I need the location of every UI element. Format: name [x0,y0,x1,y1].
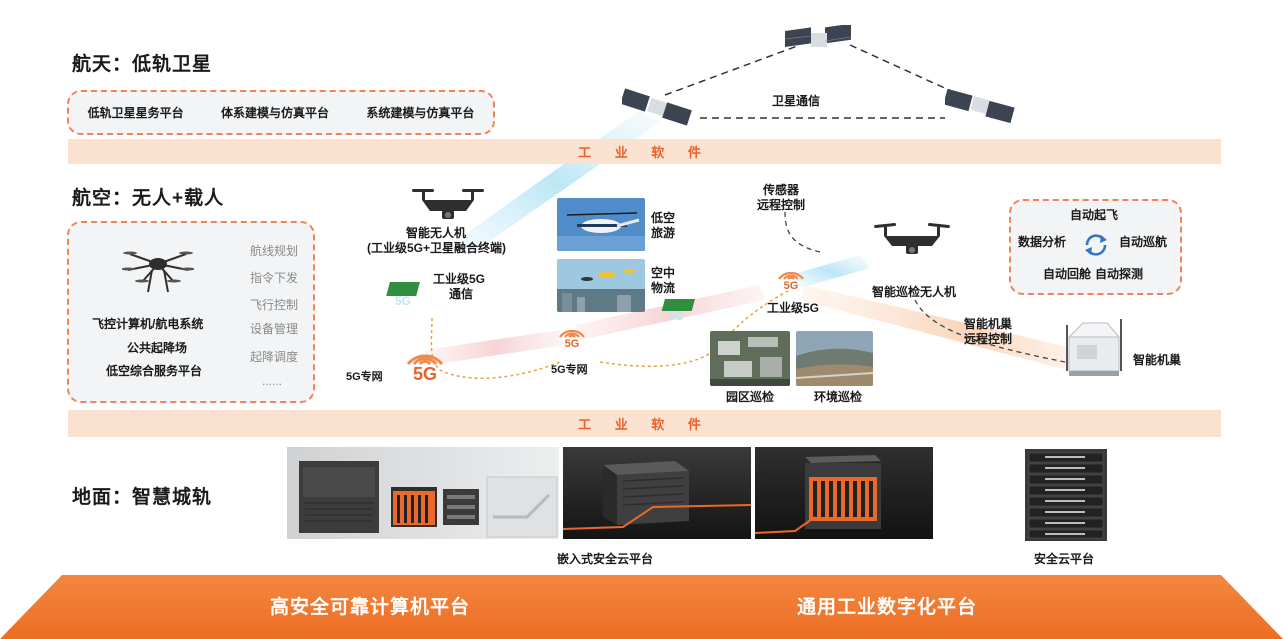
satellite-top-icon [785,25,852,47]
left-box-side-1: 指令下发 [250,271,299,285]
private-net-label-1: 5G专网 [346,371,383,383]
cloud-server-rack-image [1025,449,1107,541]
industrial-5g-comm-label-0: 工业级5G [433,272,486,286]
low-altitude-tour-label-0: 低空 [651,211,676,225]
smart-nest-icon [1066,319,1122,376]
industrial-5g-label: 工业级5G [767,301,820,315]
inspection-drone-label: 智能巡检无人机 [872,285,957,299]
park-inspection-label: 园区巡检 [726,390,775,404]
satellite-comm-label: 卫星通信 [772,94,821,108]
smart-drone-icon [412,189,484,219]
beam-inspection [790,255,870,288]
auto-return-label: 自动回舱 [1043,267,1092,281]
nest-remote-label-0: 智能机巢 [964,317,1013,331]
satellite-right-icon [945,88,1015,124]
smart-drone-sub: (工业级5G+卫星融合终端) [367,241,507,255]
bottom-platform-bar [0,575,1283,639]
low-altitude-tour-label-1: 旅游 [651,226,676,240]
ground-title: 地面：智慧城轨 [72,487,213,508]
industrial-5g-comm-label-1: 通信 [449,287,474,301]
satellite-left-icon [622,88,692,126]
beam-5g-b [575,285,765,340]
left-box-side-0: 航线规划 [250,244,299,258]
svg-text:5G: 5G [668,309,684,323]
platform-item-0: 低轨卫星星务平台 [87,105,184,120]
multirotor-drone-icon [122,251,194,293]
bottom-left-platform-label: 高安全可靠计算机平台 [270,597,471,618]
nest-remote-label-1: 远程控制 [964,332,1013,346]
5g-text-right: 5G [783,280,799,292]
air-logistics-photo [557,259,645,312]
left-box-item-1: 公共起降场 [127,341,188,355]
aviation-title: 航空：无人+载人 [72,188,225,209]
5g-signal-icon-large: 5G [400,338,450,385]
embedded-rack-image-3 [755,447,933,539]
industrial-software-band-bottom: 工 业 软 件 [68,410,1221,437]
data-analysis-label: 数据分析 [1018,235,1067,249]
5g-module-icon-mid: 5G [661,299,695,323]
beam-5g-a [425,330,565,365]
5g-signal-icon-right: 5G [774,260,808,292]
industrial-software-band-top: 工 业 软 件 [68,139,1221,164]
left-box-item-0: 飞控计算机/航电系统 [92,317,204,331]
aviation-left-box [67,221,315,403]
left-box-item-2: 低空综合服务平台 [106,364,203,378]
private-net-label-2: 5G专网 [551,364,588,376]
svg-text:5G: 5G [395,294,411,308]
env-inspection-photo [796,331,873,386]
cloud-platform-label: 安全云平台 [1034,552,1095,566]
helicopter-photo [557,198,645,251]
left-box-side-2: 飞行控制 [250,298,299,312]
left-box-side-5: ...... [262,374,283,388]
smart-drone-label: 智能无人机 [406,226,467,240]
air-logistics-label-0: 空中 [651,266,676,280]
5g-module-icon-left: 5G [386,282,420,308]
park-inspection-photo [710,331,790,386]
5g-text-mid: 5G [564,338,580,350]
5g-signal-icon-mid: 5G [555,318,589,350]
aerospace-title: 航天：低轨卫星 [72,54,213,75]
auto-cruise-label: 自动巡航 [1119,235,1168,249]
inspection-drone-icon [874,223,950,254]
left-box-side-4: 起降调度 [250,350,299,364]
auto-takeoff-label: 自动起飞 [1070,208,1119,222]
sensor-remote-label-1: 远程控制 [757,198,806,212]
embedded-rack-image-1 [287,447,559,539]
auto-functions-box [1009,199,1182,295]
sensor-remote-label-0: 传感器 [763,183,800,197]
embedded-box-image-2 [563,447,751,539]
aerospace-platform-box: 低轨卫星星务平台 体系建模与仿真平台 系统建模与仿真平台 [67,90,495,135]
env-inspection-label: 环境巡检 [814,390,863,404]
cycle-icon [1085,234,1107,256]
platform-item-1: 体系建模与仿真平台 [220,105,329,120]
left-box-side-3: 设备管理 [250,322,299,336]
sat-link-right [849,44,961,96]
air-logistics-label-1: 物流 [651,281,676,295]
embedded-platform-label: 嵌入式安全云平台 [557,552,654,566]
platform-item-2: 系统建模与仿真平台 [366,105,475,120]
smart-nest-label: 智能机巢 [1133,353,1182,367]
bottom-right-platform-label: 通用工业数字化平台 [797,597,978,618]
auto-detect-label: 自动探测 [1095,267,1144,281]
5g-text-large: 5G [412,364,437,384]
